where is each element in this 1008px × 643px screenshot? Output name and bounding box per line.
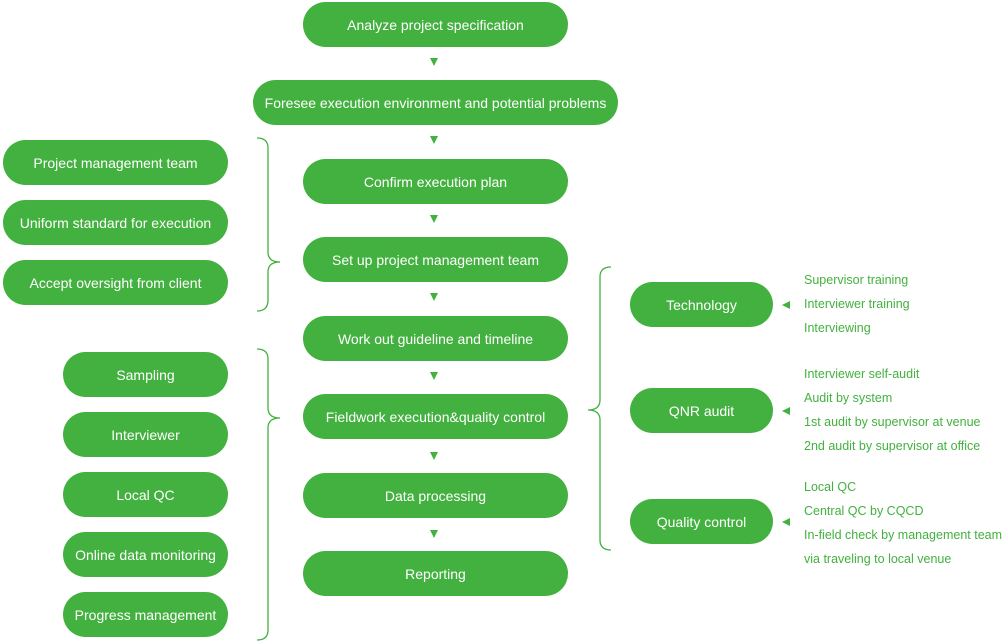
step-fieldwork-execution: Fieldwork execution&quality control [303, 394, 568, 439]
qnr-audit-item: Interviewer self-audit [804, 367, 920, 381]
down-arrow-icon [430, 452, 438, 460]
step-analyze-specification: Analyze project specification [303, 2, 568, 47]
step-setup-team: Set up project management team [303, 237, 568, 282]
step-reporting: Reporting [303, 551, 568, 596]
team-item-management-team: Project management team [3, 140, 228, 185]
fieldwork-item-interviewer: Interviewer [63, 412, 228, 457]
qnr-audit-item: Audit by system [804, 391, 893, 405]
quality-control-item: via traveling to local venue [804, 552, 952, 566]
team-item-uniform-standard: Uniform standard for execution [3, 200, 228, 245]
technology-item: Interviewer training [804, 297, 910, 311]
left-arrow-icon [782, 407, 790, 415]
bracket-team-group [256, 137, 281, 312]
down-arrow-icon [430, 530, 438, 538]
bracket-right-groups [587, 266, 612, 551]
step-data-processing: Data processing [303, 473, 568, 518]
quality-control-item: Local QC [804, 480, 857, 494]
left-arrow-icon [782, 518, 790, 526]
fieldwork-item-online-monitoring: Online data monitoring [63, 532, 228, 577]
left-arrow-icon [782, 301, 790, 309]
step-guideline-timeline: Work out guideline and timeline [303, 316, 568, 361]
fieldwork-item-local-qc: Local QC [63, 472, 228, 517]
down-arrow-icon [430, 215, 438, 223]
technology-item: Supervisor training [804, 273, 909, 287]
step-confirm-plan: Confirm execution plan [303, 159, 568, 204]
team-item-client-oversight: Accept oversight from client [3, 260, 228, 305]
technology-item: Interviewing [804, 321, 871, 335]
quality-control-item: Central QC by CQCD [804, 504, 924, 518]
qnr-audit-item: 1st audit by supervisor at venue [804, 415, 981, 429]
qnr-audit-item: 2nd audit by supervisor at office [804, 439, 981, 453]
fieldwork-item-sampling: Sampling [63, 352, 228, 397]
bracket-fieldwork-group [256, 348, 281, 641]
quality-control-item: In-field check by management team [804, 528, 1003, 542]
down-arrow-icon [430, 293, 438, 301]
step-foresee-environment: Foresee execution environment and potent… [253, 80, 618, 125]
fieldwork-item-progress-management: Progress management [63, 592, 228, 637]
down-arrow-icon [430, 136, 438, 144]
down-arrow-icon [430, 58, 438, 66]
group-technology: Technology [630, 282, 773, 327]
group-qnr-audit: QNR audit [630, 388, 773, 433]
down-arrow-icon [430, 372, 438, 380]
group-quality-control: Quality control [630, 499, 773, 544]
